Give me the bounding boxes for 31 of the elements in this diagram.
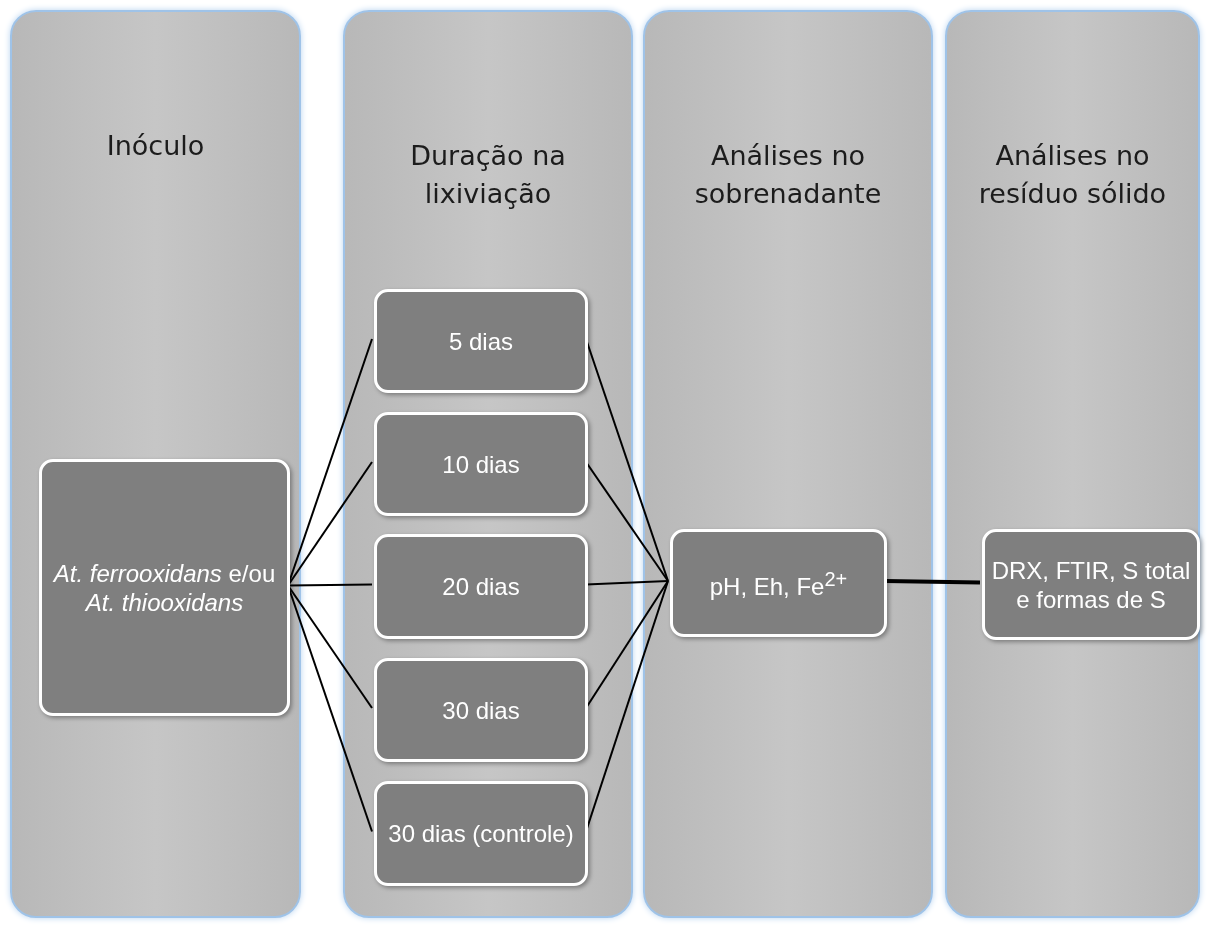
process-box — [982, 529, 1200, 640]
box-text: DRX, FTIR, S total e formas de S — [990, 555, 1192, 615]
column-heading: Inóculo — [105, 129, 206, 163]
box-text: At. ferrooxidans e/ou At. thiooxidans — [52, 558, 277, 618]
connector-line — [287, 583, 373, 587]
process-box — [374, 534, 588, 639]
process-box — [374, 289, 588, 393]
connector-line — [884, 579, 981, 585]
column-panel — [643, 10, 933, 918]
column-heading: Análises no sobrenadante — [693, 139, 883, 211]
column-heading: Análises no resíduo sólido — [977, 139, 1168, 211]
box-text: pH, Eh, Fe$^{2+}$ — [708, 567, 849, 602]
box-text: 30 dias — [441, 695, 521, 726]
column-panel — [343, 10, 633, 918]
column-heading: Duração na lixiviação — [409, 139, 567, 211]
connector-line — [585, 580, 669, 586]
connector-line — [585, 461, 669, 582]
connector-line — [287, 584, 373, 709]
box-text: 10 dias — [441, 449, 521, 480]
process-box — [374, 658, 588, 762]
connector-line — [585, 580, 669, 709]
box-text: 20 dias — [441, 572, 521, 602]
process-box — [374, 781, 588, 886]
process-box — [670, 529, 887, 637]
column-panel — [945, 10, 1200, 918]
box-text: 5 dias — [447, 326, 514, 357]
column-panel — [10, 10, 301, 918]
box-text: 30 dias (controle) — [387, 819, 575, 849]
process-box — [374, 412, 588, 516]
connector-line — [287, 461, 373, 587]
process-box — [39, 459, 290, 716]
